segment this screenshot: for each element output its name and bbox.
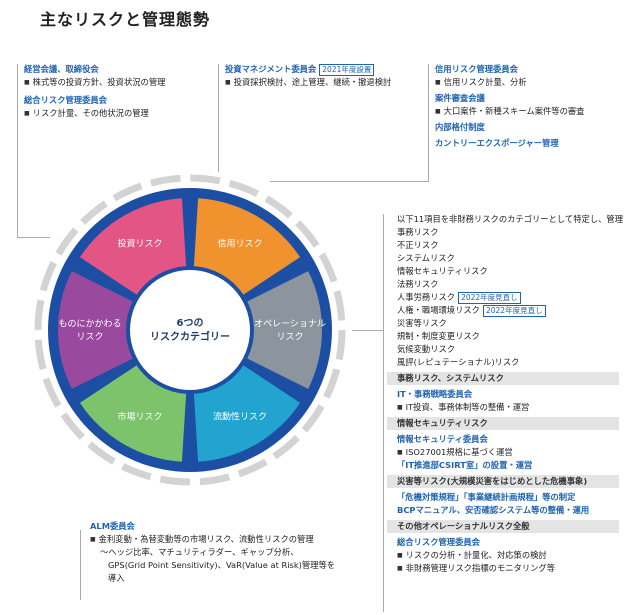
operational-item: 不正リスク bbox=[397, 240, 439, 250]
connector-riskmgmt-v bbox=[218, 64, 219, 172]
section-bar-disaster: 災害等リスク(大規模災害をはじめとした危機事象) bbox=[387, 475, 619, 488]
risk-segment-label: 投資リスク bbox=[117, 237, 162, 249]
investment-committee-item: 投資採択検討、途上管理、継続・撤退検討 bbox=[225, 76, 392, 89]
investment-item-2: リスク計量、その他状況の管理 bbox=[24, 107, 165, 120]
risk-segment-label: 信用リスク bbox=[217, 237, 262, 249]
alm-detail-line-1: 〜ヘッジ比率、マチュリティラダー、ギャップ分析、 bbox=[100, 547, 299, 557]
risk-segment bbox=[193, 365, 301, 462]
connector-operational-v bbox=[383, 214, 384, 612]
page-title: 主なリスクと管理態勢 bbox=[40, 10, 211, 29]
investment-management-block: 経営会議、取締役会 株式等の投資方針、投資状況の管理 総合リスク管理委員会 リス… bbox=[24, 63, 165, 120]
center-label-line-2: リスクカテゴリー bbox=[150, 330, 230, 343]
risk-segment bbox=[79, 365, 187, 462]
risk-segment bbox=[58, 271, 133, 389]
csirt-heading: 「IT推進部CSIRT室」の設置・運営 bbox=[397, 460, 533, 470]
bcp-manual-heading: BCPマニュアル、安否確認システム等の整備・運用 bbox=[397, 505, 590, 515]
operational-item: 規制・制度変更リスク bbox=[397, 331, 480, 341]
section-bar-info-security: 情報セキュリティリスク bbox=[387, 417, 619, 430]
connector-operational-h bbox=[352, 330, 383, 331]
operational-risk-block: 以下11項目を非財務リスクのカテゴリーとして特定し、管理 事務リスク 不正リスク… bbox=[387, 213, 624, 575]
operational-intro: 以下11項目を非財務リスクのカテゴリーとして特定し、管理 bbox=[397, 214, 624, 224]
operational-item-label: 人事労務リスク bbox=[397, 292, 456, 302]
operational-item: 情報セキュリティリスク bbox=[397, 266, 488, 276]
operational-item-label: 人権・職場環境リスク bbox=[397, 305, 480, 315]
revised-2022-badge: 2022年度見直し bbox=[482, 305, 546, 317]
risk-segment-label: リスク bbox=[276, 332, 303, 343]
it-committee-heading: IT・事務戦略委員会 bbox=[397, 389, 473, 399]
connector-credit-h bbox=[270, 181, 429, 182]
it-committee-item: IT投資、事務体制等の整備・運営 bbox=[397, 401, 623, 414]
investment-heading-1: 経営会議、取締役会 bbox=[24, 64, 99, 74]
credit-item-1: 信用リスク計量、分析 bbox=[435, 76, 584, 89]
operational-item: 風評(レピュテーショナル)リスク bbox=[397, 357, 520, 367]
operational-item: 事務リスク bbox=[397, 227, 439, 237]
risk-segment-label: リスク bbox=[76, 332, 103, 343]
investment-committee-heading: 投資マネジメント委員会 bbox=[225, 64, 317, 74]
connector-credit-v bbox=[428, 64, 429, 182]
section-bar-office-system: 事務リスク、システムリスク bbox=[387, 372, 619, 385]
erm-committee-item-1: リスクの分析・計量化、対応策の検討 bbox=[397, 549, 623, 562]
operational-item: 災害等リスク bbox=[397, 318, 447, 328]
connector-investment-h bbox=[17, 237, 50, 238]
operational-item: 気候変動リスク bbox=[397, 344, 456, 354]
alm-committee-block: ALM委員会 金利変動・為替変動等の市場リスク、流動性リスクの管理 〜ヘッジ比率… bbox=[90, 520, 335, 585]
risk-segment-label: オペレーショナル bbox=[254, 319, 326, 330]
alm-item: 金利変動・為替変動等の市場リスク、流動性リスクの管理 bbox=[90, 533, 335, 546]
investment-heading-2: 総合リスク管理委員会 bbox=[24, 95, 107, 105]
risk-segment-label: 流動性リスク bbox=[213, 411, 267, 423]
center-circle bbox=[130, 270, 250, 390]
connector-investment-v bbox=[17, 64, 18, 238]
center-label-line-1: 6つの bbox=[177, 318, 204, 329]
credit-heading-1: 信用リスク管理委員会 bbox=[435, 64, 518, 74]
risk-segment bbox=[79, 198, 187, 295]
infosec-committee-heading: 情報セキュリティ委員会 bbox=[397, 434, 488, 444]
risk-segment bbox=[247, 271, 323, 389]
infosec-committee-item: ISO27001規格に基づく運営 bbox=[397, 446, 623, 459]
risk-segment bbox=[193, 198, 301, 295]
outer-gray-ring bbox=[34, 174, 346, 486]
operational-item-list: 事務リスク 不正リスク システムリスク 情報セキュリティリスク 法務リスク 人事… bbox=[397, 226, 623, 369]
operational-item: 法務リスク bbox=[397, 279, 439, 289]
credit-management-block: 信用リスク管理委員会 信用リスク計量、分析 案件審査会議 大口案件・新種スキーム… bbox=[435, 63, 584, 150]
erm-committee-item-2: 非財務管理リスク指標のモニタリング等 bbox=[397, 562, 623, 575]
alm-heading: ALM委員会 bbox=[90, 521, 135, 531]
credit-heading-4: カントリーエクスポージャー管理 bbox=[435, 138, 559, 148]
risk-segment-label: 市場リスク bbox=[117, 411, 162, 423]
credit-item-2: 大口案件・新種スキーム案件等の審査 bbox=[435, 105, 585, 118]
connector-market-v bbox=[80, 530, 81, 600]
credit-heading-3: 内部格付制度 bbox=[435, 122, 485, 132]
crisis-rules-heading: 「危機対策規程」「事業継続計画規程」等の制定 bbox=[397, 492, 576, 502]
alm-detail-line-2: GPS(Grid Point Sensitivity)、VaR(Value at… bbox=[108, 560, 336, 570]
investment-item-1: 株式等の投資方針、投資状況の管理 bbox=[24, 76, 166, 89]
operational-item: システムリスク bbox=[397, 253, 455, 263]
alm-detail-line-3: 導入 bbox=[108, 573, 125, 583]
section-bar-other-operational: その他オペレーショナルリスク全般 bbox=[387, 520, 619, 533]
risk-segment-label: ものにかかわる bbox=[58, 319, 121, 330]
credit-heading-2: 案件審査会議 bbox=[435, 93, 485, 103]
revised-2022-badge: 2022年度見直し bbox=[458, 292, 521, 304]
erm-committee-heading: 総合リスク管理委員会 bbox=[397, 537, 480, 547]
